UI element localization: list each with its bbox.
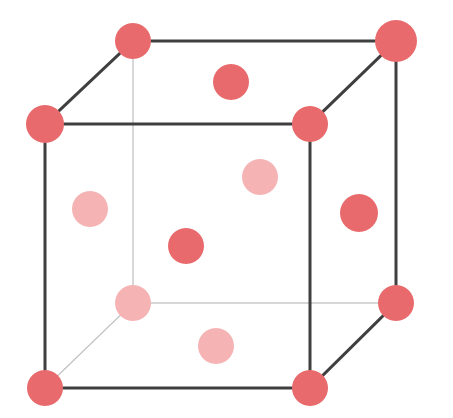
corner-atom-back-top-left (115, 23, 151, 59)
hidden-edges (44, 41, 396, 389)
corner-atom-front-top-right (292, 106, 328, 142)
face-atom-back (242, 159, 278, 195)
edge-bottom-right-diagonal (308, 301, 398, 390)
face-atom-bottom (198, 328, 234, 364)
edge-top-left-diagonal (43, 39, 135, 126)
front-atoms (26, 20, 417, 406)
back-face-atoms (72, 159, 278, 364)
face-atom-left (72, 191, 108, 227)
corner-atom-front-bottom-left (27, 370, 63, 406)
corner-atom-back-bottom-left (115, 285, 151, 321)
visible-edges (43, 39, 398, 390)
corner-atom-back-bottom-right (378, 285, 414, 321)
face-atom-top (213, 64, 249, 100)
face-atom-right (340, 194, 378, 232)
corner-atom-front-bottom-right (292, 370, 328, 406)
corner-atom-front-top-left (26, 105, 64, 143)
hidden-edge-bottom-left-diagonal (44, 302, 134, 389)
face-atom-front (168, 228, 204, 264)
corner-atom-back-top-right (375, 20, 417, 62)
